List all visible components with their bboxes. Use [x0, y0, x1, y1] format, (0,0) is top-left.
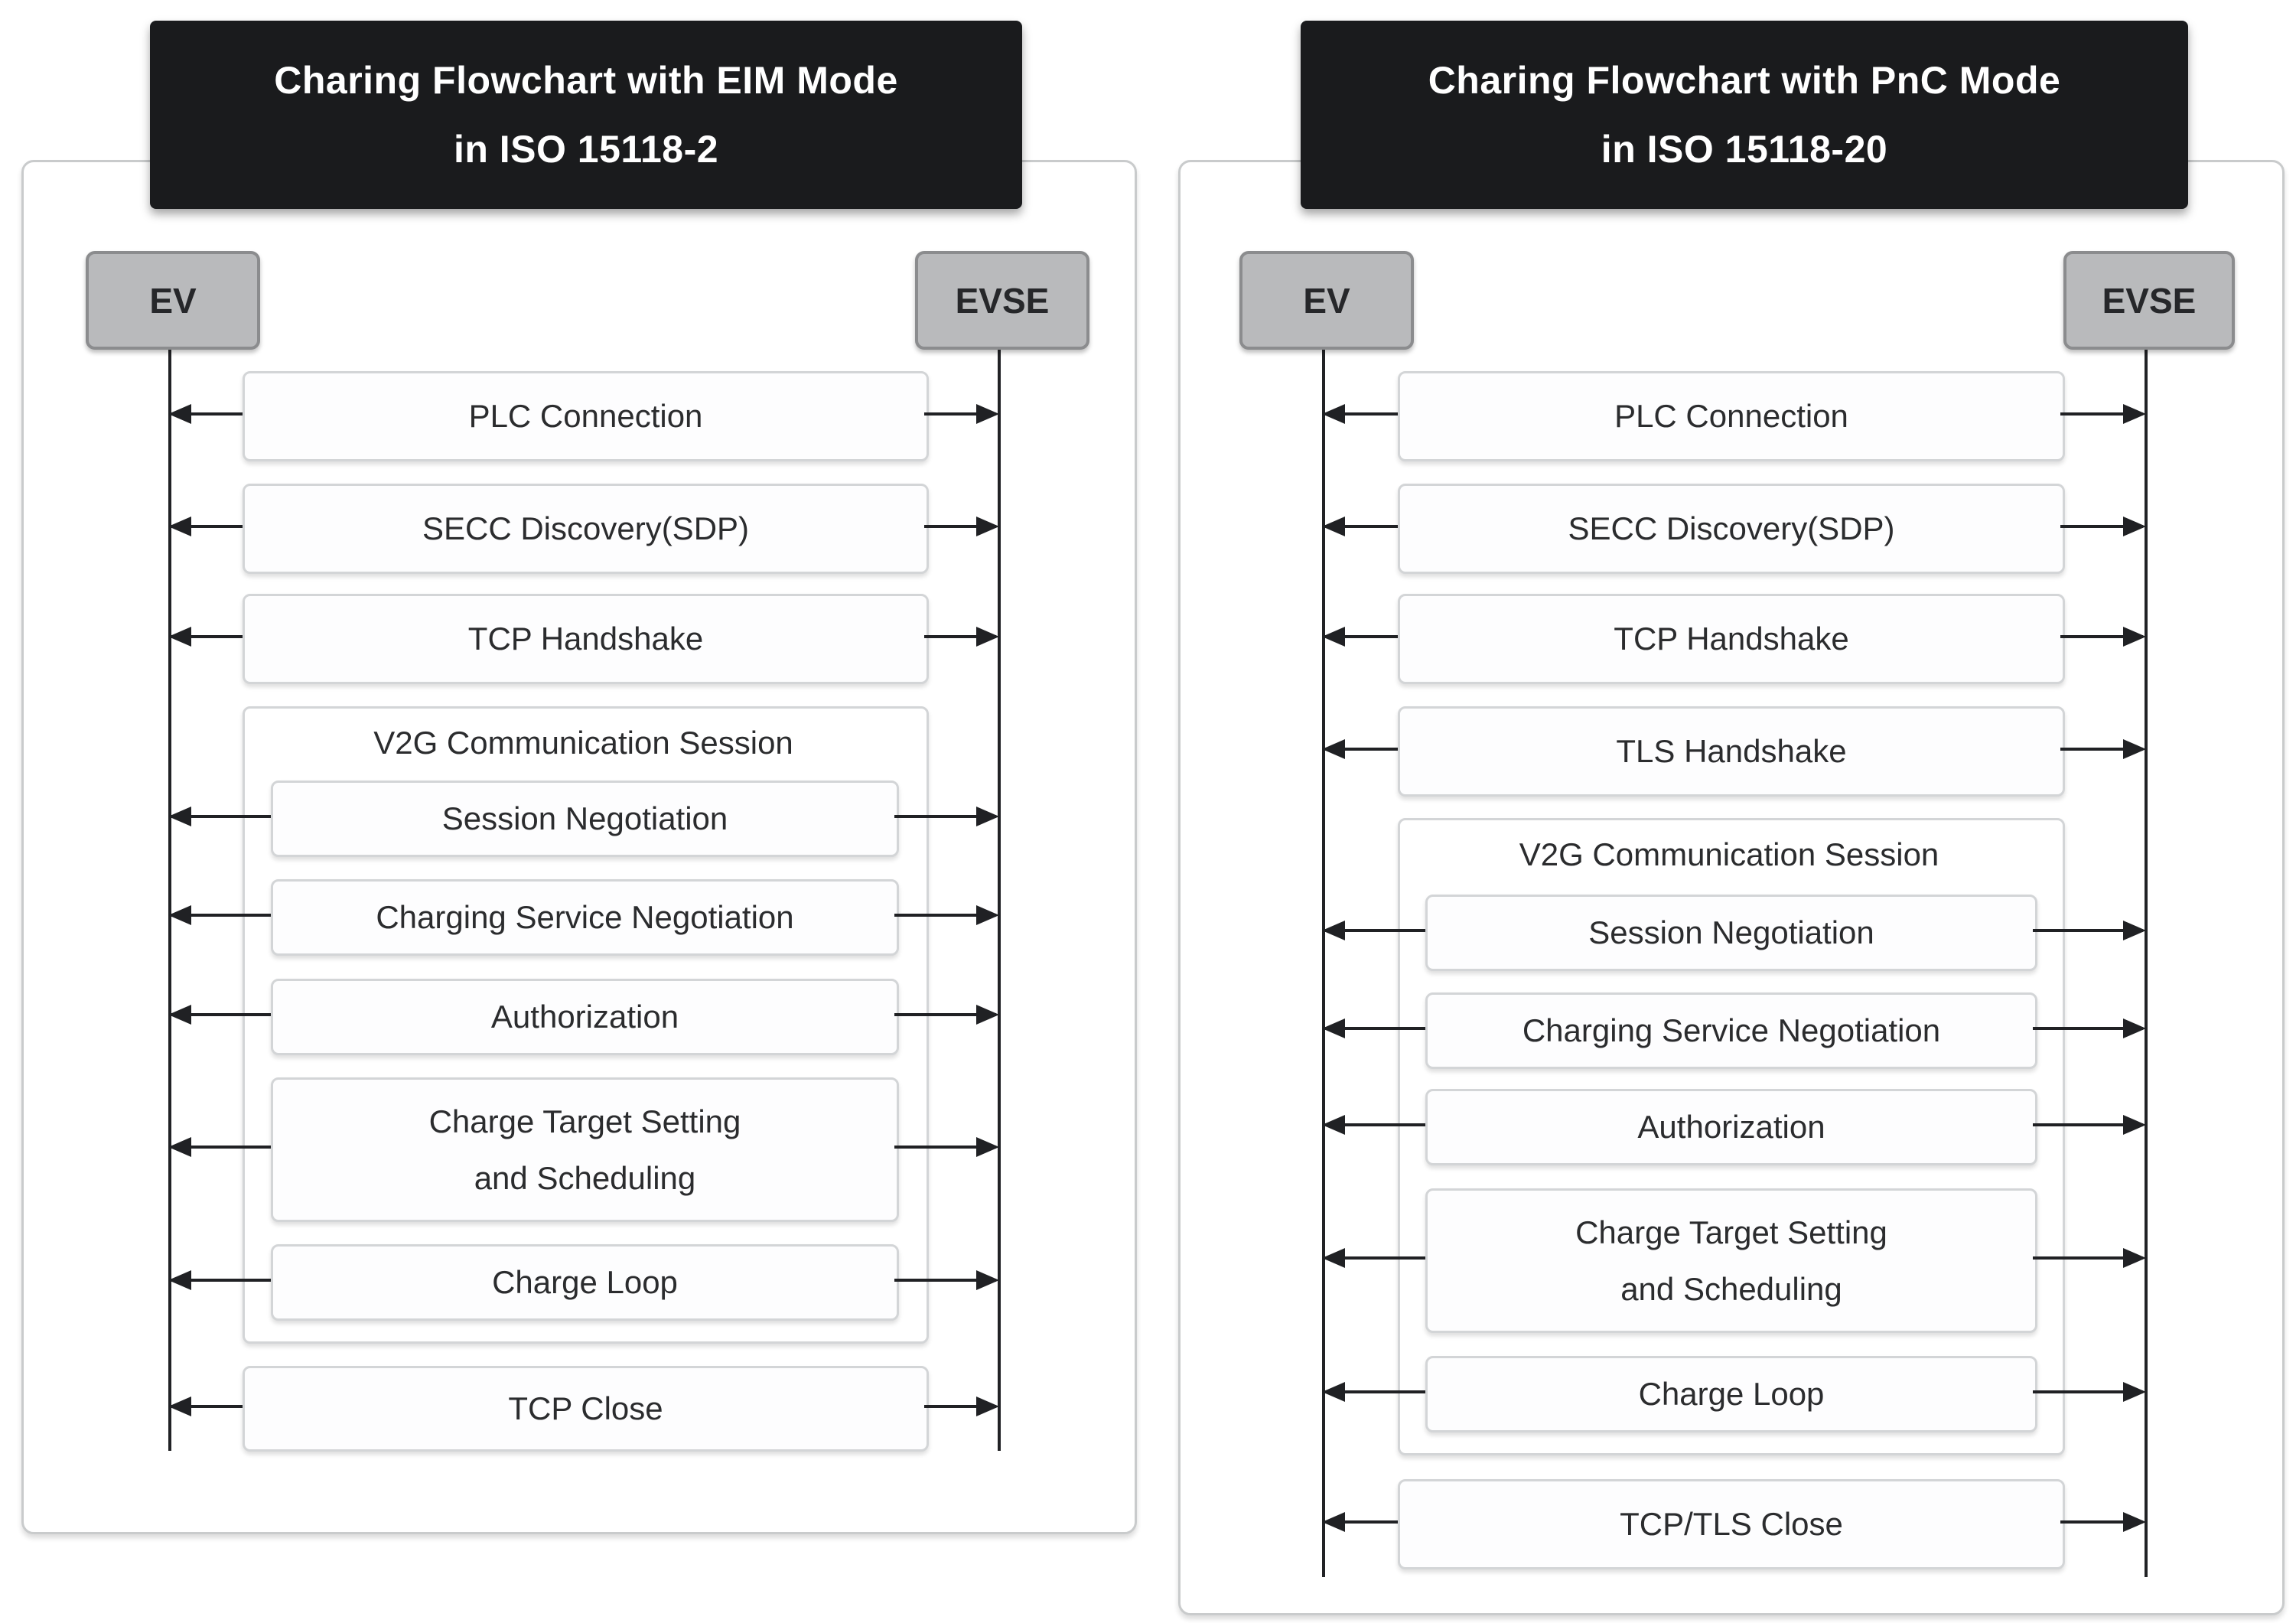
evse-actor-label: EVSE	[955, 280, 1050, 321]
pnc-title-line1: Charing Flowchart with PnC Mode	[1428, 59, 2061, 102]
arrow-secc-to-evse	[2060, 517, 2146, 536]
arrow-tcp-tls-close-to-evse	[2060, 1512, 2146, 1532]
step-secc-discovery: SECC Discovery(SDP)	[243, 484, 929, 574]
arrow-charging-service-to-evse	[894, 905, 999, 925]
arrow-secc-to-evse	[924, 517, 999, 536]
ev-actor-label: EV	[1303, 280, 1350, 321]
step-tcp-tls-close: TCP/TLS Close	[1398, 1479, 2065, 1569]
arrow-session-to-ev	[1322, 921, 1425, 940]
step-tcp-close: TCP Close	[243, 1366, 929, 1452]
arrow-charge-loop-to-ev	[168, 1270, 271, 1290]
arrow-tcp-to-ev	[168, 627, 243, 647]
step-tls-handshake: TLS Handshake	[1398, 706, 2065, 797]
step-charging-service-negotiation: Charging Service Negotiation	[271, 879, 899, 956]
step-charging-service-negotiation: Charging Service Negotiation	[1425, 992, 2037, 1069]
arrow-charging-service-to-ev	[1322, 1018, 1425, 1038]
v2g-session-label: V2G Communication Session	[1519, 836, 1939, 872]
arrow-tcp-tls-close-to-ev	[1322, 1512, 1398, 1532]
pnc-title-line2: in ISO 15118-20	[1601, 128, 1888, 171]
arrow-secc-to-ev	[1322, 517, 1398, 536]
arrow-authorization-to-evse	[2033, 1115, 2146, 1135]
evse-actor-box: EVSE	[2063, 251, 2235, 350]
step-session-negotiation: Session Negotiation	[1425, 895, 2037, 971]
eim-title-line2: in ISO 15118-2	[453, 128, 719, 171]
arrow-tcp-to-evse	[924, 627, 999, 647]
v2g-session-label: V2G Communication Session	[373, 725, 793, 761]
eim-panel: EV EVSE PLC Connection SECC Discovery(SD…	[21, 160, 1137, 1534]
evse-actor-box: EVSE	[915, 251, 1089, 350]
arrow-plc-to-evse	[924, 404, 999, 424]
arrow-plc-to-ev	[1322, 404, 1398, 424]
step-plc-connection: PLC Connection	[1398, 371, 2065, 461]
arrow-charge-loop-to-ev	[1322, 1382, 1425, 1402]
step-authorization: Authorization	[1425, 1089, 2037, 1165]
pnc-title: Charing Flowchart with PnC Mode in ISO 1…	[1301, 21, 2188, 209]
step-tcp-handshake: TCP Handshake	[243, 594, 929, 684]
arrow-tcp-to-evse	[2060, 627, 2146, 647]
step-charge-loop: Charge Loop	[1425, 1356, 2037, 1432]
arrow-plc-to-evse	[2060, 404, 2146, 424]
arrow-charge-loop-to-evse	[894, 1270, 999, 1290]
charge-target-line1: Charge Target Setting	[428, 1103, 741, 1139]
pnc-panel: EV EVSE PLC Connection SECC Discovery(SD…	[1178, 160, 2285, 1615]
arrow-charge-target-to-evse	[894, 1137, 999, 1157]
step-plc-connection: PLC Connection	[243, 371, 929, 461]
ev-lifeline	[168, 344, 171, 1451]
ev-lifeline	[1322, 344, 1325, 1577]
eim-title-line1: Charing Flowchart with EIM Mode	[274, 59, 898, 102]
arrow-session-to-evse	[2033, 921, 2146, 940]
arrow-secc-to-ev	[168, 517, 243, 536]
arrow-charging-service-to-ev	[168, 905, 271, 925]
step-session-negotiation: Session Negotiation	[271, 781, 899, 857]
arrow-session-to-evse	[894, 807, 999, 826]
evse-actor-label: EVSE	[2102, 280, 2197, 321]
step-authorization: Authorization	[271, 979, 899, 1055]
step-charge-loop: Charge Loop	[271, 1244, 899, 1321]
arrow-charge-target-to-ev	[1322, 1248, 1425, 1268]
arrow-session-to-ev	[168, 807, 271, 826]
ev-actor-box: EV	[86, 251, 260, 350]
arrow-tcp-to-ev	[1322, 627, 1398, 647]
step-secc-discovery: SECC Discovery(SDP)	[1398, 484, 2065, 574]
charge-target-line1: Charge Target Setting	[1575, 1214, 1887, 1250]
step-tcp-handshake: TCP Handshake	[1398, 594, 2065, 684]
arrow-tcp-close-to-evse	[924, 1396, 999, 1416]
ev-actor-box: EV	[1239, 251, 1414, 350]
arrow-authorization-to-ev	[168, 1005, 271, 1025]
arrow-tls-to-ev	[1322, 739, 1398, 759]
arrow-charge-loop-to-evse	[2033, 1382, 2146, 1402]
arrow-authorization-to-ev	[1322, 1115, 1425, 1135]
eim-title: Charing Flowchart with EIM Mode in ISO 1…	[150, 21, 1022, 209]
arrow-plc-to-ev	[168, 404, 243, 424]
step-charge-target-setting: Charge Target Setting and Scheduling	[1425, 1188, 2037, 1333]
ev-actor-label: EV	[149, 280, 197, 321]
evse-lifeline	[998, 344, 1001, 1451]
arrow-charge-target-to-evse	[2033, 1248, 2146, 1268]
charge-target-line2: and Scheduling	[1620, 1270, 1842, 1307]
arrow-tls-to-evse	[2060, 739, 2146, 759]
step-charge-target-setting: Charge Target Setting and Scheduling	[271, 1077, 899, 1222]
evse-lifeline	[2145, 344, 2148, 1577]
charge-target-line2: and Scheduling	[474, 1159, 696, 1196]
arrow-tcp-close-to-ev	[168, 1396, 243, 1416]
arrow-authorization-to-evse	[894, 1005, 999, 1025]
arrow-charge-target-to-ev	[168, 1137, 271, 1157]
arrow-charging-service-to-evse	[2033, 1018, 2146, 1038]
